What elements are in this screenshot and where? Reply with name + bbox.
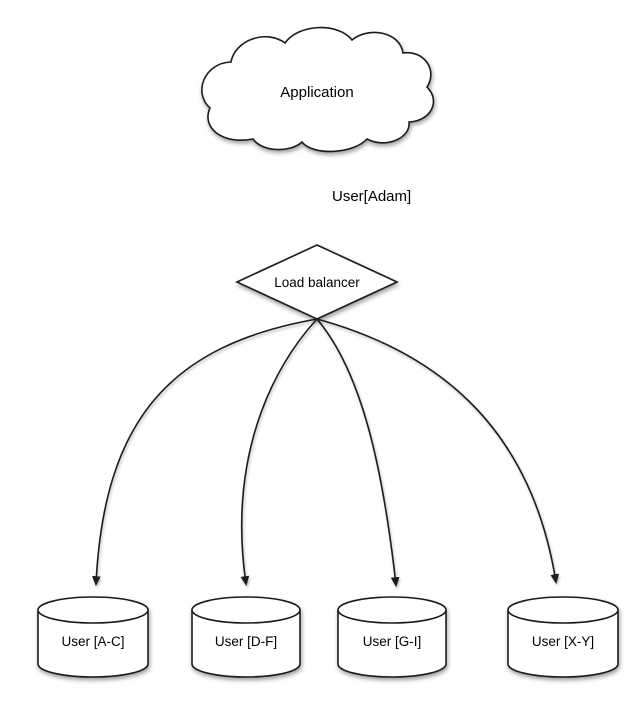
cylinder-top xyxy=(337,596,447,624)
shard-label-2: User [D-F] xyxy=(215,634,277,649)
cylinder-top xyxy=(191,596,301,624)
cylinder-top xyxy=(37,596,149,624)
arrow-lb-to-shard-4 xyxy=(316,318,560,585)
arrow-lb-to-shard-1 xyxy=(92,318,318,587)
database-cylinder-4 xyxy=(507,596,619,678)
cylinder-top xyxy=(507,596,619,624)
database-cylinder-3 xyxy=(337,596,447,678)
shard-label-4: User [X-Y] xyxy=(532,634,594,649)
cloud-shape xyxy=(201,26,435,153)
edges-lb-to-shards xyxy=(92,318,560,588)
load-balancer-label: Load balancer xyxy=(274,275,360,290)
database-cylinder-1 xyxy=(37,596,149,678)
arrow-lb-to-shard-2 xyxy=(240,318,318,587)
edge-label-user-adam: User[Adam] xyxy=(332,188,411,205)
shard-label-1: User [A-C] xyxy=(61,634,124,649)
database-cylinder-2 xyxy=(191,596,301,678)
application-node xyxy=(201,26,435,153)
cylinder-body xyxy=(37,610,149,678)
shard-label-3: User [G-I] xyxy=(363,634,422,649)
cylinder-body xyxy=(191,610,301,678)
arrow-lb-to-shard-3 xyxy=(316,318,400,588)
cylinder-body xyxy=(507,610,619,678)
application-label: Application xyxy=(280,84,353,101)
cylinder-body xyxy=(337,610,447,678)
